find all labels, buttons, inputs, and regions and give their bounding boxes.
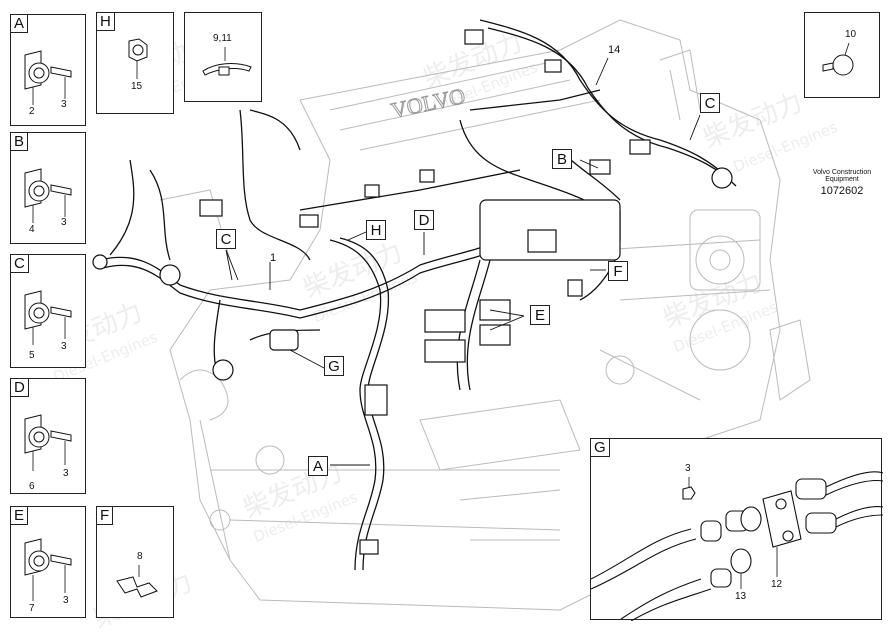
clamp-icon [24,50,72,105]
part-number: 3 [61,217,67,228]
callout-f: F [608,261,628,281]
part-label-harness-upper: 14 [608,44,621,56]
part-number: 3 [63,468,69,479]
bracket-icon [116,565,158,598]
part-number: 3 [61,341,67,352]
detail-box-e: E 7 3 [10,506,86,618]
part-number: 8 [137,551,143,562]
detail-letter: F [97,507,114,525]
detail-box-clip: 10 [804,12,880,98]
detail-box-h: H 15 [96,12,174,114]
part-number: 6 [29,481,35,492]
detail-box-c: C 5 3 [10,254,86,368]
clamp-icon [24,168,72,223]
detail-letter: D [11,379,29,397]
detail-box-b: B 4 3 [10,132,86,244]
callout-d: D [414,210,434,230]
detail-letter: A [11,15,29,33]
detail-box-f: F 8 [96,506,174,618]
drawing-info-line1: Volvo Construction [812,169,872,176]
clamp-icon [24,538,72,601]
part-number: 4 [29,224,35,235]
callout-c-2: C [700,93,720,113]
callout-h: H [366,220,386,240]
detail-letter: G [591,439,610,457]
part-number: 7 [29,603,35,614]
clamp-icon [24,290,72,345]
detail-box-a: A 2 3 [10,14,86,126]
drawing-info: Volvo Construction Equipment 1072602 [796,169,888,197]
detail-box-g: G 3 12 13 [590,438,883,621]
part-number: 15 [131,81,143,92]
part-number: 3 [61,99,67,110]
part-number: 12 [771,579,783,590]
part-number: 3 [63,595,69,606]
callout-g: G [324,356,344,376]
detail-box-d: D 6 3 [10,378,86,494]
detail-letter: H [97,13,115,31]
drawing-reference-number: 1072602 [820,185,864,197]
nut-icon [128,38,148,79]
part-number: 10 [845,29,857,40]
detail-letter: B [11,133,29,151]
cable-tie-icon [202,47,252,76]
part-number: 9,11 [213,33,232,44]
callout-e: E [530,305,550,325]
detail-letter: C [11,255,29,273]
clip-icon [822,42,854,76]
callout-c: C [216,229,236,249]
part-number: 2 [29,106,35,117]
part-number: 3 [685,463,691,474]
callout-a: A [308,456,328,476]
part-number: 5 [29,350,35,361]
clamp-icon [24,414,72,471]
detail-letter: E [11,507,29,525]
connector-assembly-drawing [591,471,883,621]
detail-box-cable-tie: 9,11 [184,12,262,102]
part-number: 13 [735,591,747,602]
drawing-info-line2: Equipment [825,176,859,183]
part-label-harness: 1 [270,252,277,264]
callout-b: B [552,149,572,169]
